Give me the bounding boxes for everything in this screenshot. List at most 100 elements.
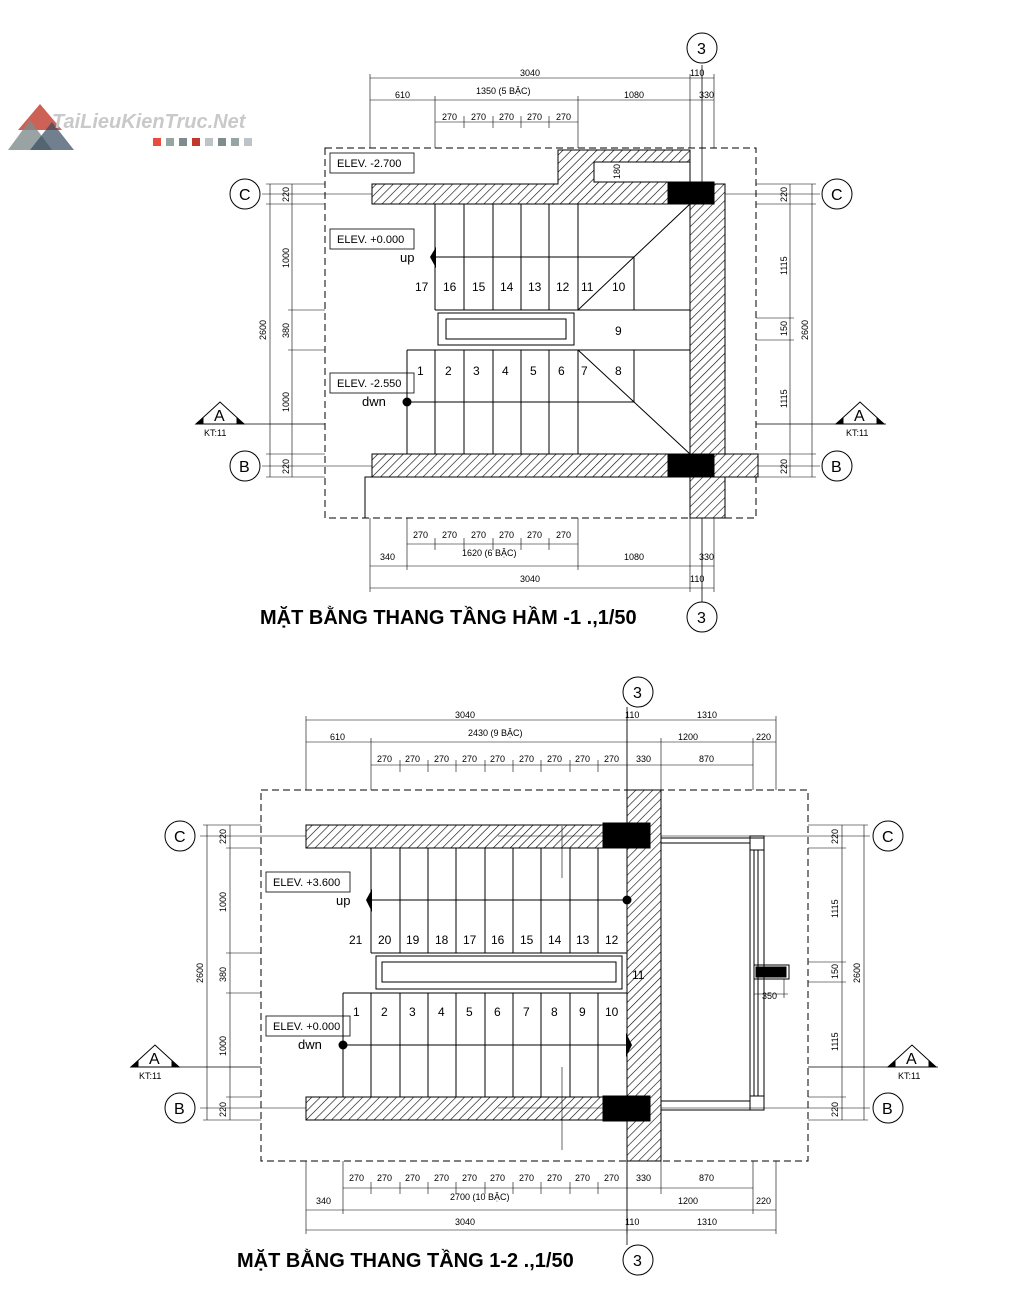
dim-label: 220: [779, 187, 789, 202]
dim-label: 270: [434, 1173, 449, 1183]
dim-label: 330: [636, 1173, 651, 1183]
dim-label: 1080: [624, 90, 644, 100]
step-number: 19: [406, 933, 420, 947]
dim-label: 220: [218, 829, 228, 844]
elev-label: ELEV. +0.000: [337, 234, 404, 246]
elev-label: ELEV. +3.600: [273, 877, 340, 889]
step-number: 6: [558, 364, 565, 378]
dim-label: 380: [281, 323, 291, 338]
dim-label: 270: [499, 530, 514, 540]
grid-bubble-label: B: [239, 459, 250, 476]
dim-label: 270: [527, 112, 542, 122]
dim-label: 1000: [218, 1036, 228, 1056]
step-number: 13: [528, 280, 542, 294]
section-marker-ref: KT:11: [846, 428, 868, 438]
dim-label: 270: [405, 754, 420, 764]
dim-label: 220: [218, 1102, 228, 1117]
dim-label: 1000: [281, 392, 291, 412]
step-number: 21: [349, 933, 363, 947]
dim-label: 2600: [258, 320, 268, 340]
dim-label: 220: [830, 1102, 840, 1117]
dim-label: 220: [756, 732, 771, 742]
step-number: 15: [520, 933, 534, 947]
dim-label: 270: [471, 530, 486, 540]
dim-label: 270: [547, 1173, 562, 1183]
dim-label: 3040: [455, 710, 475, 720]
plan-title: MẶT BẰNG THANG TẦNG 1-2 .,1/50: [237, 1248, 574, 1272]
dim-label: 220: [281, 459, 291, 474]
step-number: 1: [353, 1005, 360, 1019]
step-number: 9: [615, 324, 622, 338]
dim-label: 270: [519, 1173, 534, 1183]
step-number: 4: [438, 1005, 445, 1019]
plan-basement-labels: ELEV. -2.700 ELEV. +0.000 ELEV. -2.550 u…: [204, 41, 868, 629]
dim-label: 270: [490, 754, 505, 764]
dim-label: 3040: [520, 574, 540, 584]
dim-label: 270: [519, 754, 534, 764]
dim-label: 110: [690, 574, 704, 584]
dim-label: 150: [830, 964, 840, 979]
dim-label: 1115: [830, 1032, 840, 1051]
dim-label: 1310: [697, 1217, 717, 1227]
grid-bubble-label: C: [239, 187, 251, 204]
elev-label: ELEV. -2.550: [337, 378, 401, 390]
dim-label: 270: [499, 112, 514, 122]
section-marker-letter: A: [906, 1051, 917, 1068]
section-marker-letter: A: [149, 1051, 160, 1068]
dim-label: 2430 (9 BẬC): [468, 728, 523, 738]
dim-label: 270: [604, 1173, 619, 1183]
dim-label: 220: [830, 829, 840, 844]
plan-basement: [194, 32, 886, 633]
dim-label: 110: [690, 68, 704, 78]
section-marker-ref: KT:11: [898, 1071, 920, 1081]
dim-label: 2600: [195, 963, 205, 983]
dim-label: 330: [699, 90, 714, 100]
grid-bubble-label: C: [174, 829, 186, 846]
step-number: 13: [576, 933, 590, 947]
dim-label: 870: [699, 754, 714, 764]
dim-label: 270: [547, 754, 562, 764]
step-number: 17: [463, 933, 477, 947]
section-marker-ref: KT:11: [139, 1071, 161, 1081]
dim-label: 1200: [678, 732, 698, 742]
dim-label: 1350 (5 BẬC): [476, 86, 531, 96]
dim-label: 270: [442, 112, 457, 122]
dim-label: 270: [471, 112, 486, 122]
step-number: 15: [472, 280, 486, 294]
step-number: 18: [435, 933, 449, 947]
dim-label: 270: [349, 1173, 364, 1183]
plan-title: MẶT BẰNG THANG TẦNG HẦM -1 .,1/50: [260, 605, 637, 629]
grid-bubble-label: B: [174, 1101, 185, 1118]
dim-label: 380: [218, 967, 228, 982]
grid-bubble-label: 3: [697, 610, 706, 627]
grid-bubble-label: 3: [633, 685, 642, 702]
elev-label: ELEV. +0.000: [273, 1021, 340, 1033]
dim-label: 340: [316, 1196, 331, 1206]
dim-label: 350: [762, 991, 777, 1001]
dim-label: 270: [527, 530, 542, 540]
dim-label: 1080: [624, 552, 644, 562]
step-number: 3: [473, 364, 480, 378]
dim-label: 870: [699, 1173, 714, 1183]
step-number: 14: [500, 280, 514, 294]
step-number: 8: [615, 364, 622, 378]
dim-label: 1200: [678, 1196, 698, 1206]
dim-label: 270: [434, 754, 449, 764]
dim-label: 340: [380, 552, 395, 562]
dim-label: 270: [490, 1173, 505, 1183]
dim-label: 180: [612, 164, 622, 179]
grid-bubble-label: 3: [633, 1253, 642, 1270]
watermark-text: TaiLieuKienTruc.Net: [52, 111, 247, 133]
dim-label: 270: [575, 754, 590, 764]
section-marker-ref: KT:11: [204, 428, 226, 438]
step-number: 2: [381, 1005, 388, 1019]
dim-label: 1000: [218, 892, 228, 912]
dim-label: 270: [442, 530, 457, 540]
step-number: 20: [378, 933, 392, 947]
dim-label: 270: [556, 112, 571, 122]
dim-label: 270: [556, 530, 571, 540]
dim-label: 110: [625, 1217, 639, 1227]
step-number: 5: [466, 1005, 473, 1019]
elev-label: ELEV. -2.700: [337, 158, 401, 170]
section-marker-letter: A: [854, 408, 865, 425]
